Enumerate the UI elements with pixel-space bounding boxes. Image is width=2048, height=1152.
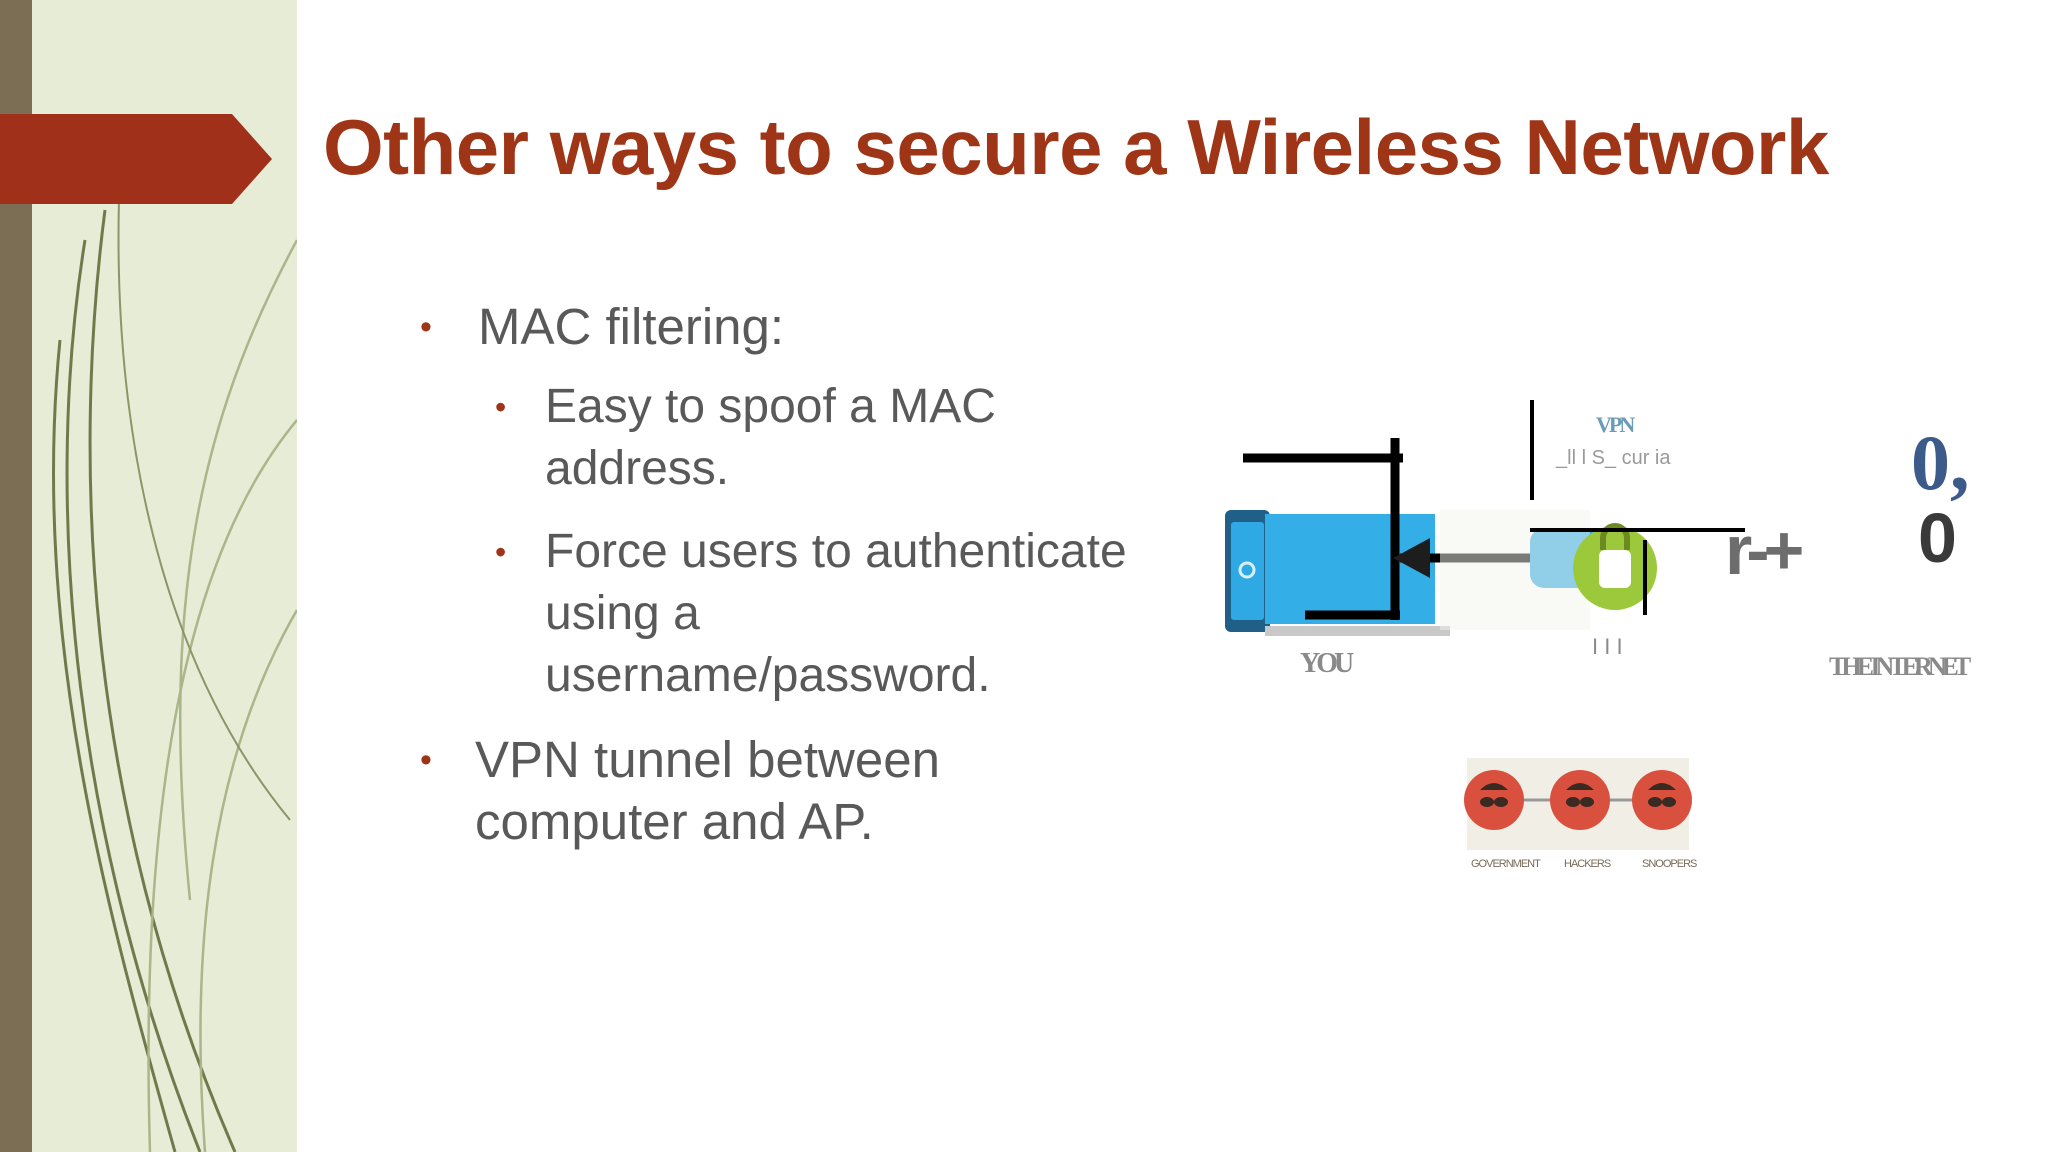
label-threat-snoopers: SNOOPERS (1642, 858, 1697, 870)
label-threat-government: GOVERNMENT (1471, 858, 1541, 870)
bullet-line: VPN tunnel between (475, 731, 940, 788)
router-glyph: r-+ (1725, 511, 1804, 589)
device-screen (1231, 522, 1264, 620)
label-vpn: VPN (1596, 412, 1635, 437)
globe-glyph-bottom: 0 (1918, 499, 1957, 577)
lock-shackle (1600, 523, 1630, 550)
bullet-dot: • (495, 534, 507, 570)
title-arrow-shape (0, 114, 272, 204)
bullet-text: MAC filtering: (478, 298, 785, 355)
arrowhead (1393, 538, 1430, 578)
laptop-base (1265, 626, 1450, 636)
label-tick: I I I (1592, 634, 1623, 659)
threat-hackers (1550, 770, 1610, 830)
grass-decoration (52, 169, 297, 1152)
bullet-dot: • (495, 389, 507, 425)
globe-glyph-top: 0, (1911, 419, 1970, 506)
vpn-diagram: YOU VPN _ll l S_ cur ia I I I r-+ 0, 0 T… (1225, 390, 2025, 890)
label-you: YOU (1300, 648, 1354, 679)
bullet-line: Force users to authenticate (545, 525, 1127, 578)
lock-body (1599, 550, 1631, 588)
tunnel-left (1265, 514, 1435, 624)
label-threat-hackers: HACKERS (1564, 858, 1611, 870)
bullet-line: username/password. (545, 649, 991, 702)
bullet-line: using a (545, 587, 700, 640)
bullet-line: Easy to spoof a MAC (545, 380, 996, 433)
bullet-dot: • (420, 308, 432, 346)
threat-snoopers (1632, 770, 1692, 830)
bullet-dot: • (420, 741, 432, 779)
label-internet: THE INTERNET (1829, 652, 1971, 681)
label-secure: _ll l S_ cur ia (1556, 447, 1671, 469)
bullet-line: address. (545, 442, 730, 495)
vpn-diagram-graphic (1225, 400, 1745, 850)
threat-government (1464, 770, 1524, 830)
slide-title: Other ways to secure a Wireless Network (323, 103, 1829, 191)
device-icon (1238, 561, 1256, 579)
bullet-line: computer and AP. (475, 793, 874, 850)
